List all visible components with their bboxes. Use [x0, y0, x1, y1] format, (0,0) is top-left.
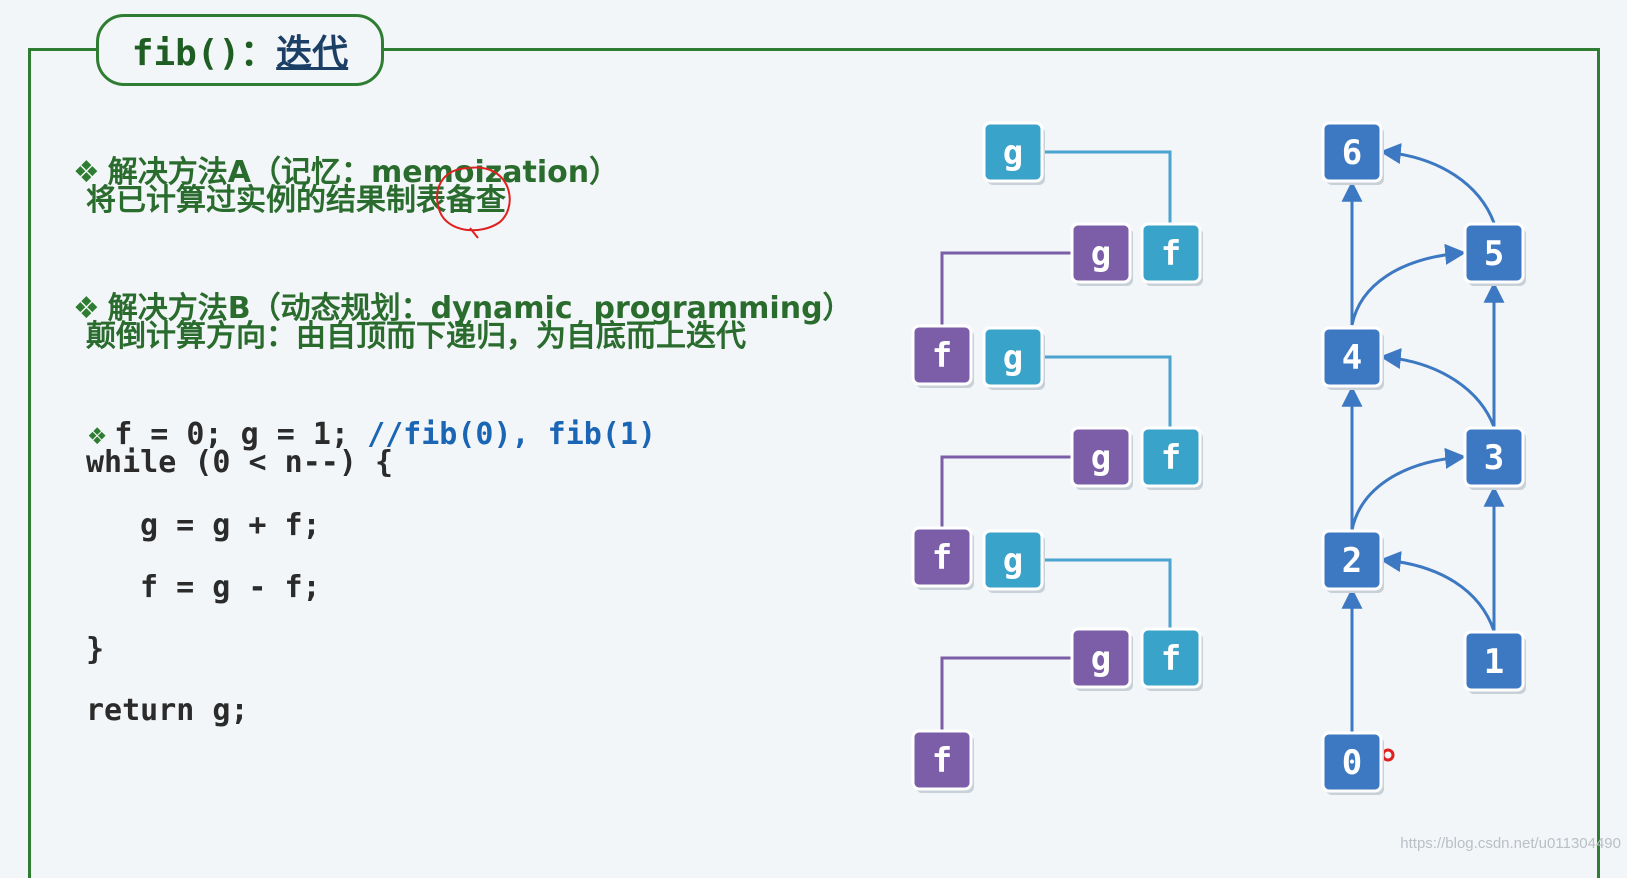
code-init-line: ❖f = 0; g = 1; //fib(0), fib(1)	[52, 382, 656, 452]
f-node-left-0-box	[911, 324, 973, 386]
solution-b-desc: 颠倒计算方向：由自顶而下递归，为自底而上迭代	[86, 319, 746, 354]
code-f-assign: f = g - f;	[140, 570, 321, 605]
f-node-mid-1-label: f	[1161, 438, 1181, 478]
code-g-assign: g = g + f;	[140, 508, 321, 543]
fg-edges	[940, 150, 1172, 731]
watermark: https://blog.csdn.net/u011304490	[1400, 835, 1621, 852]
f-node-mid-1: f	[1140, 426, 1203, 490]
edge-1-2	[1379, 551, 1496, 632]
f-node-left-1: f	[911, 526, 974, 590]
g-node-top-0-box	[982, 121, 1044, 183]
f-node-left-2: f	[911, 729, 974, 793]
g-edge-2	[1013, 558, 1172, 629]
g-node-top-0: g	[982, 121, 1045, 185]
f-edge-2	[940, 656, 1072, 731]
dag-node-6: 6	[1321, 121, 1384, 185]
dag-node-5-label: 5	[1484, 234, 1504, 274]
f-node-mid-0-label: f	[1161, 234, 1181, 274]
dag-nodes: 0 1 2 3 4 5 6	[1321, 121, 1526, 795]
dag-node-3-box	[1463, 426, 1525, 488]
solution-b-text: 解决方法B（动态规划：dynamic programming）	[107, 291, 853, 326]
f-node-mid-2-box	[1140, 627, 1202, 689]
slide-frame	[28, 48, 1600, 878]
g-node-top-1-box	[982, 326, 1044, 388]
g-node-mid-1-label: g	[1091, 438, 1111, 478]
dag-node-2: 2	[1321, 529, 1384, 593]
f-node-mid-1-box	[1140, 426, 1202, 488]
g-node-top-2: g	[982, 529, 1045, 593]
dag-node-3-label: 3	[1484, 438, 1504, 478]
code-init: f = 0; g = 1;	[114, 417, 368, 452]
title-link[interactable]: 迭代	[276, 33, 349, 74]
f-node-left-0: f	[911, 324, 974, 388]
dag-node-0-label: 0	[1342, 743, 1362, 783]
dag-node-4-label: 4	[1342, 338, 1362, 378]
dag-node-0: 0	[1321, 731, 1384, 795]
dag-node-1-label: 1	[1484, 642, 1504, 682]
g-edge-1	[1013, 355, 1172, 428]
fg-nodes: g g g g f g f g f f f f	[911, 121, 1203, 793]
f-node-left-2-label: f	[932, 741, 952, 781]
edge-3-4	[1379, 348, 1496, 428]
dag-node-2-label: 2	[1342, 541, 1362, 581]
g-node-top-1-label: g	[1003, 338, 1023, 378]
g-node-mid-0: g	[1070, 222, 1133, 286]
fib-diagram: g g g g f g f g f f f f 0 1 2 3 4 5 6	[911, 121, 1526, 795]
bullet-icon: ❖	[72, 291, 100, 326]
f-node-left-0-label: f	[932, 336, 952, 376]
solution-a-heading: ❖解决方法A（记忆：memoization）	[52, 112, 619, 191]
g-node-mid-1: g	[1070, 426, 1133, 490]
title-prefix: fib()：	[131, 33, 277, 74]
f-node-left-1-label: f	[932, 538, 952, 578]
dag-node-5: 5	[1463, 222, 1526, 286]
dag-node-0-box	[1321, 731, 1383, 793]
dag-node-6-box	[1321, 121, 1383, 183]
dag-edges	[1341, 143, 1505, 732]
dag-node-1-box	[1463, 630, 1525, 692]
g-node-mid-1-box	[1070, 426, 1132, 488]
g-node-top-0-label: g	[1003, 133, 1023, 173]
code-return: return g;	[86, 693, 249, 728]
g-edge-0	[1013, 150, 1172, 224]
red-circle-annotation	[436, 166, 511, 239]
f-node-mid-0-box	[1140, 222, 1202, 284]
g-node-mid-0-box	[1070, 222, 1132, 284]
slide-title: fib()：迭代	[96, 14, 384, 86]
f-node-left-1-box	[911, 526, 973, 588]
solution-b-heading: ❖解决方法B（动态规划：dynamic programming）	[52, 248, 853, 327]
dag-node-5-box	[1463, 222, 1525, 284]
dag-node-4: 4	[1321, 326, 1384, 390]
f-node-left-2-box	[911, 729, 973, 791]
edge-2-3	[1350, 447, 1467, 531]
bullet-icon: ❖	[72, 155, 100, 190]
f-edge-1	[940, 455, 1072, 528]
g-node-top-2-box	[982, 529, 1044, 591]
solution-a-desc: 将已计算过实例的结果制表备查	[86, 183, 506, 218]
dag-node-6-label: 6	[1342, 133, 1362, 173]
g-node-mid-2-label: g	[1091, 639, 1111, 679]
f-edge-0	[940, 251, 1072, 326]
g-node-top-1: g	[982, 326, 1045, 390]
f-node-mid-2: f	[1140, 627, 1203, 691]
dag-node-4-box	[1321, 326, 1383, 388]
code-while: while (0 < n--) {	[86, 445, 394, 480]
f-node-mid-0: f	[1140, 222, 1203, 286]
g-node-mid-0-label: g	[1091, 234, 1111, 274]
g-node-mid-2: g	[1070, 627, 1133, 691]
bullet-icon: ❖	[88, 417, 107, 452]
solution-a-text: 解决方法A（记忆：memoization）	[107, 155, 620, 190]
code-comment: //fib(0), fib(1)	[367, 417, 657, 452]
g-node-mid-2-box	[1070, 627, 1132, 689]
edge-4-5	[1350, 243, 1467, 326]
code-close-brace: }	[86, 632, 105, 667]
g-node-top-2-label: g	[1003, 541, 1023, 581]
f-node-mid-2-label: f	[1161, 639, 1181, 679]
dag-node-1: 1	[1463, 630, 1526, 694]
dag-node-2-box	[1321, 529, 1383, 591]
dag-node-3: 3	[1463, 426, 1526, 490]
edge-5-6	[1379, 143, 1496, 224]
